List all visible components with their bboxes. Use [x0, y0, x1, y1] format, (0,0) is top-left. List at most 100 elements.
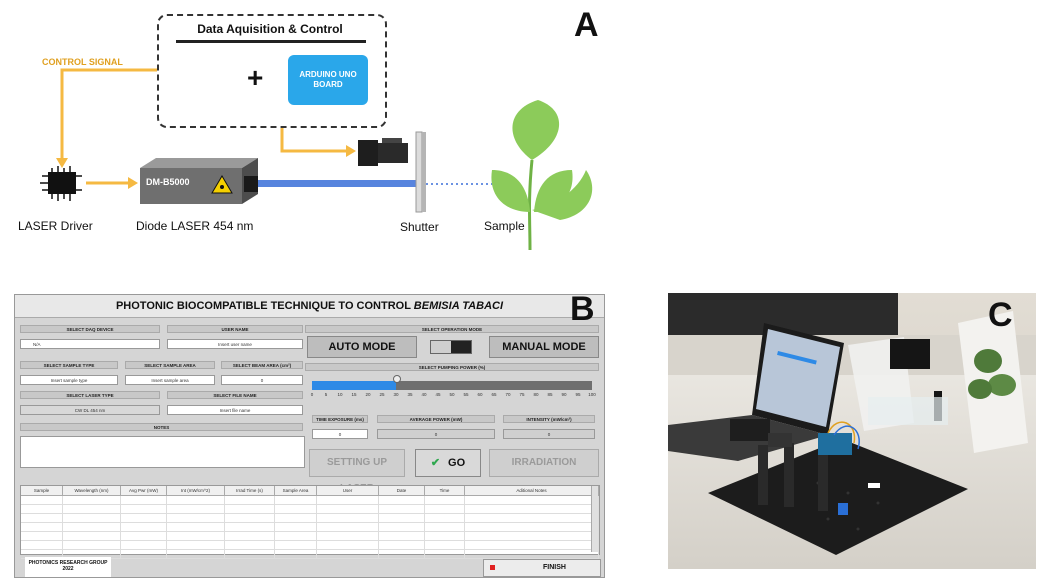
table-cell: [425, 496, 465, 504]
setting-up-laser-button[interactable]: SETTING UP LASER: [309, 449, 405, 494]
table-column-header: Time: [425, 486, 465, 495]
table-cell: [379, 496, 425, 504]
table-cell: [225, 505, 275, 513]
table-cell: [275, 541, 317, 549]
laser-warning-icon: [211, 175, 233, 194]
file-name-header: SELECT FILE NAME: [167, 391, 303, 399]
finish-button[interactable]: FINISH: [483, 559, 601, 577]
table-cell: [425, 541, 465, 549]
table-cell: [225, 514, 275, 522]
pumping-power-slider-fill: [312, 381, 396, 390]
sample-leaf-icon: [491, 100, 593, 251]
control-signal-arrowhead: [56, 158, 68, 168]
table-column-header: Irrad Time (s): [225, 486, 275, 495]
panel-letter-c: C: [988, 296, 1013, 334]
table-cell: [465, 550, 599, 558]
table-column-header: Date: [379, 486, 425, 495]
table-cell: [317, 523, 379, 531]
table-column-header: Sample Area: [275, 486, 317, 495]
slider-tick-label: 85: [547, 392, 553, 397]
intensity-display: 0: [503, 429, 595, 439]
daq-device-value: N/A: [33, 342, 41, 347]
irradiation-button[interactable]: IRRADIATION: [489, 449, 599, 477]
sample-type-input[interactable]: Insert sample type: [20, 375, 118, 385]
table-cell: [425, 550, 465, 558]
slider-tick-label: 65: [491, 392, 497, 397]
beam-area-header: SELECT BEAM AREA (cm²): [221, 361, 303, 369]
daq-title: Data Aquisition & Control: [197, 22, 343, 36]
user-name-input[interactable]: Insert user name: [167, 339, 303, 349]
table-cell: [21, 523, 63, 531]
table-cell: [225, 541, 275, 549]
table-row[interactable]: [21, 523, 599, 532]
table-body: [21, 496, 599, 559]
table-cell: [425, 505, 465, 513]
slider-tick-label: 70: [505, 392, 511, 397]
table-column-header: User: [317, 486, 379, 495]
table-cell: [317, 532, 379, 540]
laser-driver-label: LASER Driver: [18, 219, 93, 233]
daq-to-shutter-line: [280, 124, 348, 153]
slider-tick-label: 35: [407, 392, 413, 397]
manual-mode-button[interactable]: MANUAL MODE: [489, 336, 599, 358]
table-row[interactable]: [21, 505, 599, 514]
panel-letter-b: B: [570, 290, 595, 328]
mode-toggle[interactable]: [430, 340, 472, 354]
time-exposure-input[interactable]: 0: [312, 429, 368, 439]
pumping-power-slider[interactable]: [312, 381, 592, 390]
control-signal-label: CONTROL SIGNAL: [42, 57, 123, 67]
table-column-header: Wavelength (nm): [63, 486, 121, 495]
slider-tick-label: 80: [533, 392, 539, 397]
table-cell: [379, 523, 425, 531]
laser-type-select[interactable]: CW DL 454 nm: [20, 405, 160, 415]
go-button[interactable]: ✔GO: [415, 449, 481, 477]
auto-mode-button[interactable]: AUTO MODE: [307, 336, 417, 358]
table-cell: [121, 532, 167, 540]
table-cell: [63, 523, 121, 531]
table-scrollbar[interactable]: [591, 486, 598, 552]
sample-type-header: SELECT SAMPLE TYPE: [20, 361, 118, 369]
table-cell: [465, 496, 599, 504]
average-power-display: 0: [377, 429, 495, 439]
arduino-label: ARDUINO UNO BOARD: [299, 70, 357, 89]
table-cell: [465, 514, 599, 522]
table-row[interactable]: [21, 532, 599, 541]
slider-tick-label: 40: [421, 392, 427, 397]
table-cell: [225, 550, 275, 558]
table-cell: [275, 523, 317, 531]
sample-area-input[interactable]: Insert sample area: [125, 375, 215, 385]
table-row[interactable]: [21, 550, 599, 559]
table-cell: [225, 523, 275, 531]
table-cell: [21, 532, 63, 540]
table-cell: [379, 532, 425, 540]
panel-c-photo: [668, 293, 1036, 569]
daq-device-select[interactable]: N/A: [20, 339, 160, 349]
file-name-input[interactable]: Insert file name: [167, 405, 303, 415]
slider-tick-label: 90: [561, 392, 567, 397]
table-cell: [21, 505, 63, 513]
table-cell: [21, 496, 63, 504]
pumping-power-header: SELECT PUMPING POWER (%): [305, 363, 599, 371]
table-cell: [121, 541, 167, 549]
laser-beam: [258, 180, 418, 187]
user-name-header: USER NAME: [167, 325, 303, 333]
table-cell: [21, 514, 63, 522]
driver-to-laser-arrowhead: [128, 177, 138, 189]
table-cell: [167, 523, 225, 531]
table-cell: [167, 496, 225, 504]
table-row[interactable]: [21, 496, 599, 505]
slider-tick-label: 55: [463, 392, 469, 397]
operation-mode-header: SELECT OPERATION MODE: [305, 325, 599, 333]
table-cell: [465, 523, 599, 531]
slider-tick-label: 0: [310, 392, 314, 397]
app-title: PHOTONIC BIOCOMPATIBLE TECHNIQUE TO CONT…: [15, 300, 604, 312]
slider-handle[interactable]: [393, 375, 401, 383]
control-signal-line: [60, 68, 157, 160]
beam-area-input[interactable]: 0: [221, 375, 303, 385]
notes-textarea[interactable]: [20, 436, 305, 468]
table-cell: [167, 532, 225, 540]
table-cell: [167, 505, 225, 513]
table-row[interactable]: [21, 514, 599, 523]
table-row[interactable]: [21, 541, 599, 550]
